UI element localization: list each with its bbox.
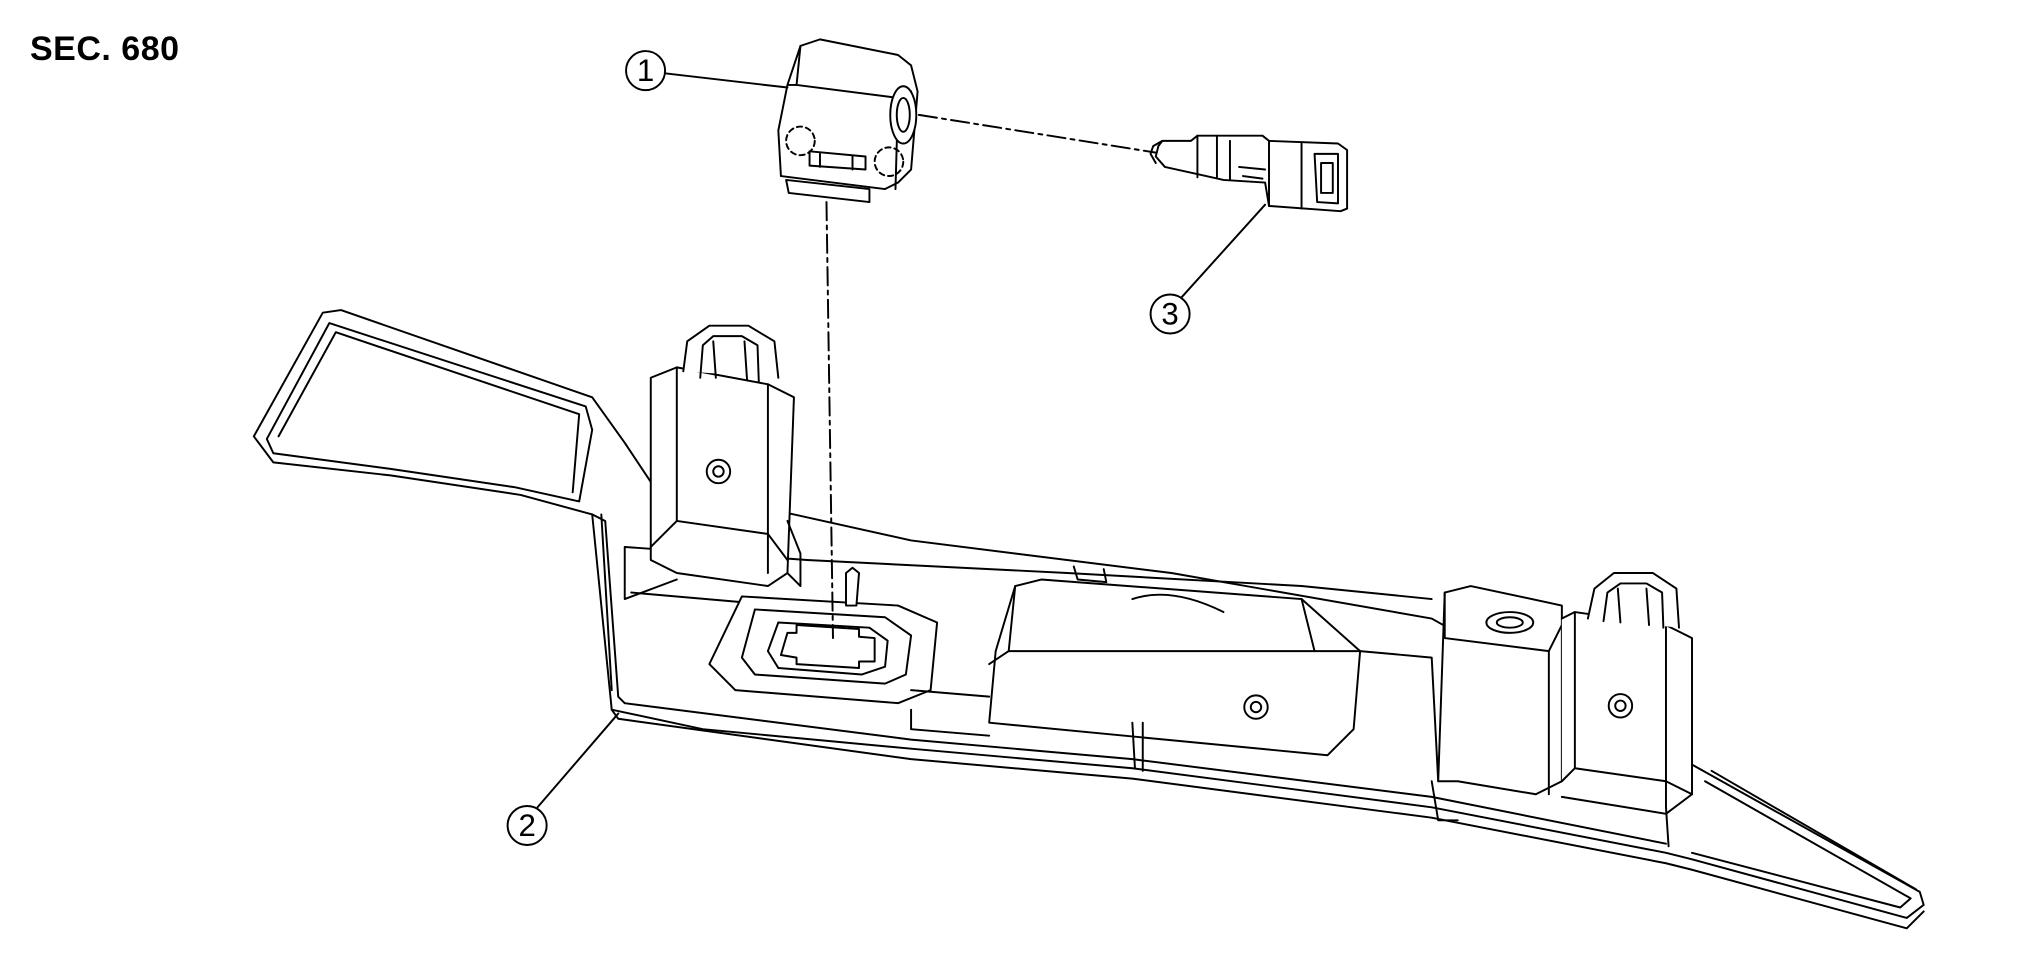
assembly-axis-lines — [825, 113, 1157, 640]
callout-2-number: 2 — [518, 808, 535, 843]
part-3-bulb-holder — [1149, 134, 1349, 213]
part-2-trim-panel — [252, 309, 1925, 930]
callout-1-circle — [625, 50, 667, 92]
callout-3-circle — [1149, 293, 1191, 335]
callout-2-circle — [506, 805, 548, 847]
right-mounting-tower — [1430, 572, 1693, 848]
callout-3 — [1149, 293, 1191, 335]
callout-2 — [506, 805, 548, 847]
left-mounting-tower — [623, 324, 802, 601]
connector-socket — [708, 566, 939, 705]
callout-1-number: 1 — [637, 53, 654, 88]
section-label: SEC. 680 — [30, 30, 180, 68]
part-1-socket-housing — [777, 38, 919, 204]
callout-1 — [625, 50, 667, 92]
center-hump — [910, 565, 1440, 783]
leader-lines — [536, 72, 1267, 809]
callout-3-number: 3 — [1161, 296, 1178, 331]
